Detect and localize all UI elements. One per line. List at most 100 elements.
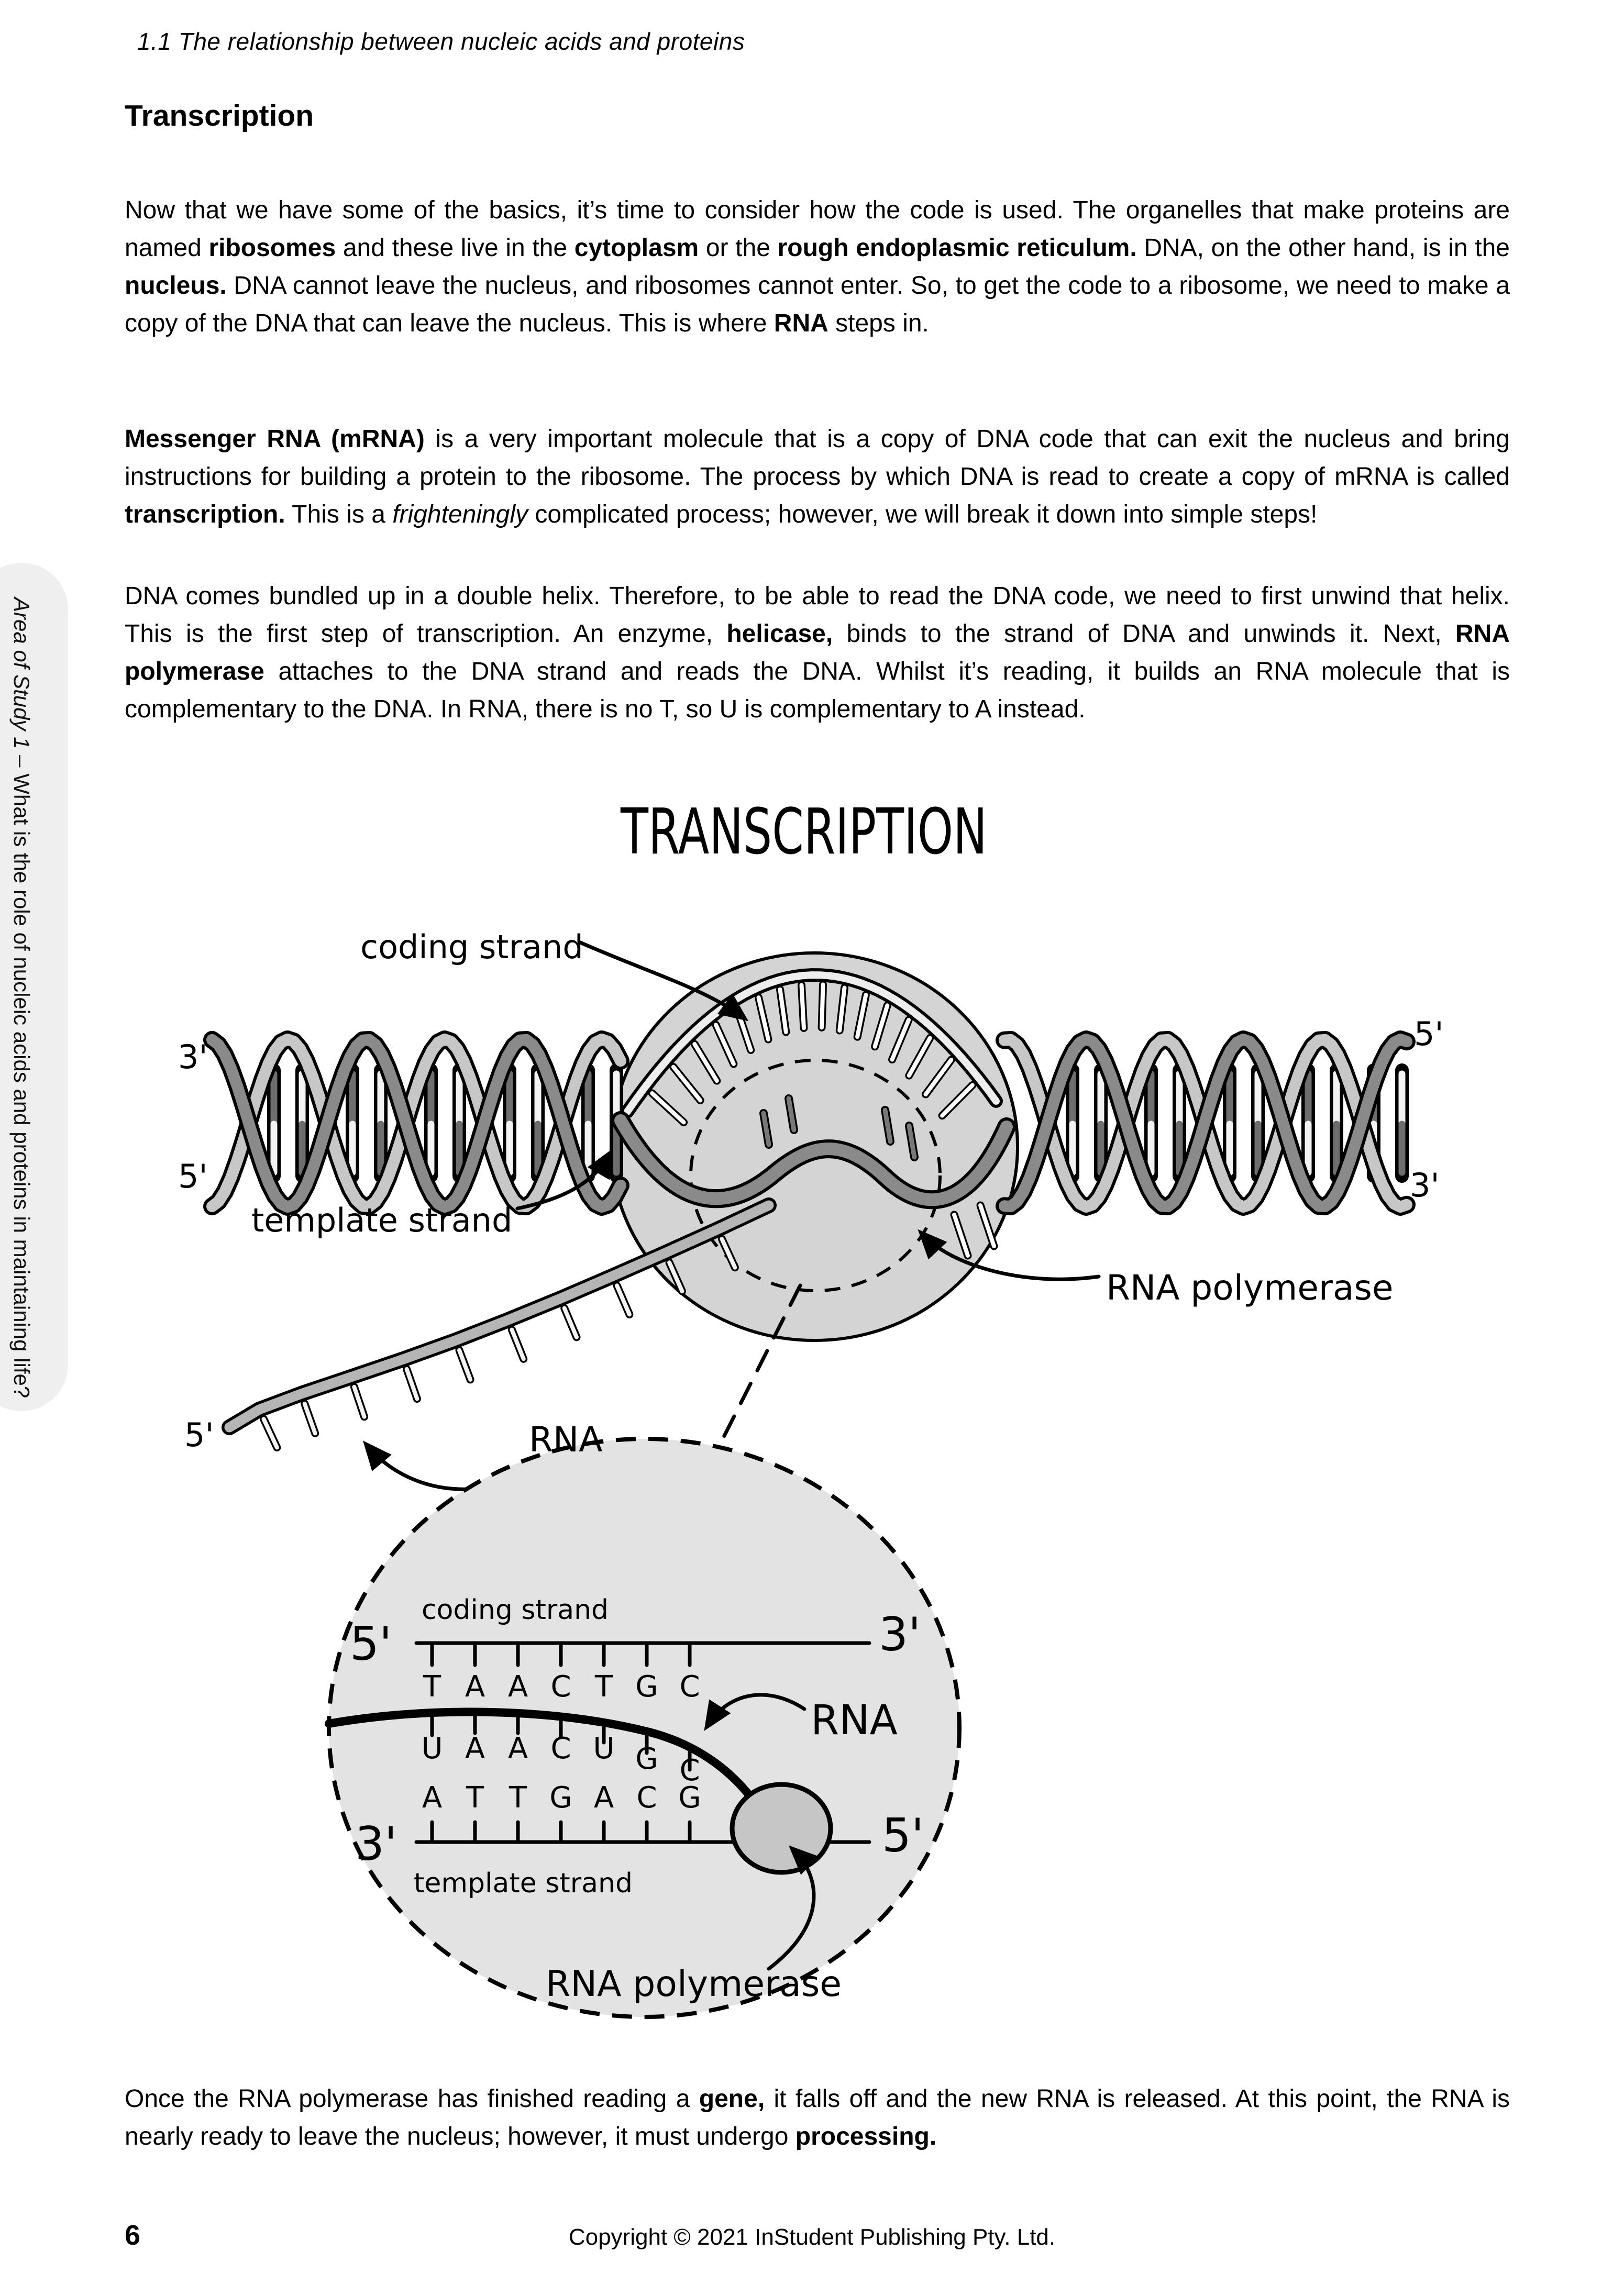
zoom-rna-label: RNA <box>811 1697 898 1744</box>
text-segment: or the <box>699 234 778 262</box>
text-segment: RNA <box>774 309 828 337</box>
coding-fan-rung <box>778 987 788 1034</box>
sidebar-vertical-text: Area of Study 1 – What is the role of nu… <box>9 563 34 1411</box>
left-five-prime-label: 5' <box>178 1157 208 1195</box>
text-segment: DNA cannot leave the nucleus, and riboso… <box>125 272 1510 337</box>
text-segment: DNA comes bundled up in a double helix. … <box>125 582 1510 648</box>
coding-fan-rung <box>940 1083 975 1118</box>
zoom-rna-base: U <box>422 1732 443 1766</box>
zoom-left-five-prime-label: 5' <box>350 1617 392 1671</box>
zoom-rna-polymerase-label: RNA polymerase <box>546 1964 842 2005</box>
zoom-coding-base: T <box>423 1670 441 1704</box>
zoom-template-base: G <box>678 1781 701 1815</box>
rna-polymerase-arrow <box>918 1229 1101 1281</box>
right-five-prime-label: 5' <box>1414 1015 1444 1053</box>
zoom-coding-base: A <box>465 1670 485 1704</box>
rna-rung <box>720 1237 737 1270</box>
text-segment: rough endoplasmic reticulum. <box>777 234 1137 262</box>
text-segment: processing. <box>795 2123 937 2150</box>
text-segment: DNA, on the other hand, is in the <box>1136 234 1510 262</box>
coding-fan-rung <box>692 1042 719 1083</box>
text-segment: it falls off and the new RNA is released… <box>125 2085 1510 2150</box>
page-number: 6 <box>125 2220 141 2251</box>
zoom-right-three-prime-label: 3' <box>879 1607 921 1661</box>
zoom-rna-base: C <box>550 1732 571 1766</box>
rna-rung <box>667 1260 684 1294</box>
zoom-coding-base: C <box>550 1670 571 1704</box>
template-rung <box>952 1213 970 1258</box>
template-strand-arrow <box>515 1148 614 1211</box>
coding-fan-rung <box>650 1091 686 1125</box>
zoom-rna-base: A <box>465 1732 485 1766</box>
zoom-coding-base: A <box>508 1670 528 1704</box>
zoom-template-base: A <box>594 1781 614 1815</box>
zoom-template-base: C <box>636 1781 657 1815</box>
rna-rung <box>352 1384 367 1419</box>
text-segment: helicase, <box>726 620 833 648</box>
zoom-template-base: A <box>422 1781 442 1815</box>
dna-strand-dark <box>206 1034 626 1213</box>
text-segment: complicated process; however, we will br… <box>528 501 1318 528</box>
zoom-rna-arrow <box>704 1693 807 1731</box>
zoom-template-base: G <box>549 1781 572 1815</box>
rna-label: RNA <box>529 1419 602 1460</box>
diagram-title: TRANSCRIPTION <box>620 796 987 869</box>
rna-rung <box>302 1401 317 1436</box>
template-rung <box>978 1203 996 1248</box>
zoom-rna-base: A <box>508 1732 528 1766</box>
zoom-rna-polymerase-arrow <box>767 1845 819 1971</box>
rna-polymerase-label: RNA polymerase <box>1106 1268 1394 1308</box>
text-segment: transcription. <box>125 501 285 528</box>
rna-rung <box>510 1327 526 1361</box>
text-segment: Now that we have some of the basics, it’… <box>125 196 1510 262</box>
text-segment: Once the RNA polymerase has finished rea… <box>125 2085 699 2113</box>
zoom-rna-base: G <box>635 1742 658 1776</box>
text-segment: is a very important molecule that is a c… <box>125 425 1510 491</box>
rna-rung <box>404 1367 419 1401</box>
dna-strand-light <box>206 1034 626 1213</box>
coding-fan-rung <box>855 992 868 1039</box>
zoom-template-base: T <box>509 1781 527 1815</box>
zoom-connector-dashed-line <box>717 1283 802 1447</box>
coding-fan-rung <box>799 983 806 1030</box>
template-rung <box>761 1111 771 1147</box>
copyright-notice: Copyright © 2021 InStudent Publishing Pt… <box>568 2224 1056 2250</box>
coding-fan-rung <box>923 1058 954 1096</box>
rna-rung <box>261 1417 279 1450</box>
rna-rung <box>562 1306 579 1339</box>
text-segment: cytoplasm <box>574 234 699 262</box>
sidebar-course-label: Area of Study 1 <box>9 597 34 749</box>
text-segment: Messenger RNA (mRNA) <box>125 425 425 453</box>
paragraph-mrna: Messenger RNA (mRNA) is a very important… <box>125 420 1510 534</box>
zoom-coding-base: C <box>679 1670 700 1704</box>
zoom-coding-strand-label: coding strand <box>422 1594 609 1626</box>
template-rung <box>882 1107 893 1144</box>
rna-rung <box>457 1348 473 1382</box>
coding-strand-arrow <box>578 940 749 1022</box>
paragraph-helix: DNA comes bundled up in a double helix. … <box>125 578 1510 728</box>
template-rung <box>786 1096 797 1133</box>
template-strand-label: template strand <box>251 1201 512 1239</box>
coding-fan-rung <box>671 1064 703 1103</box>
text-segment: ribosomes <box>208 234 336 262</box>
coding-fan-rung <box>837 985 847 1033</box>
right-three-prime-label: 3' <box>1410 1166 1440 1204</box>
rna-five-prime-label: 5' <box>184 1416 214 1454</box>
text-segment: gene, <box>699 2085 765 2113</box>
zoom-template-base: T <box>466 1781 484 1815</box>
text-segment: binds to the strand of DNA and unwinds i… <box>833 620 1455 648</box>
text-segment: steps in. <box>828 309 929 337</box>
section-heading: Transcription <box>125 99 314 132</box>
rna-ribbon <box>224 1200 774 1433</box>
zoom-rna-base: C <box>679 1754 700 1788</box>
running-header: 1.1 The relationship between nucleic aci… <box>137 28 745 55</box>
zoom-rna-base: U <box>593 1732 615 1766</box>
left-three-prime-label: 3' <box>178 1038 208 1076</box>
paragraph-intro: Now that we have some of the basics, it’… <box>125 192 1510 342</box>
bubble-inner-dashed-ellipse <box>689 1059 942 1292</box>
sidebar-area-of-study: Area of Study 1 – What is the role of nu… <box>0 563 68 1411</box>
coding-fan-rung <box>756 995 770 1042</box>
zoom-coding-base: T <box>594 1670 613 1704</box>
